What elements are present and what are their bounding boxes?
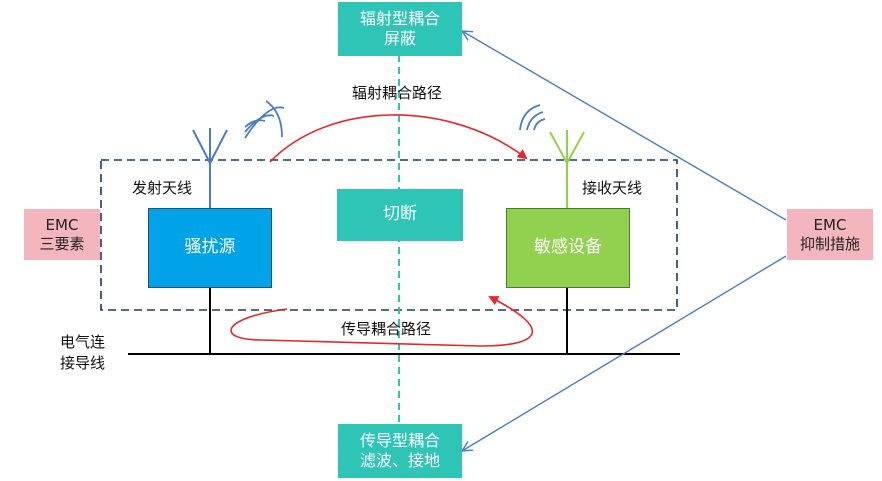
conducted-coupling-arrow [230, 296, 534, 347]
receive-antenna-icon [549, 130, 585, 208]
emc-suppression-box: EMC 抑制措施 [787, 209, 873, 260]
suppression-to-shielding-line [462, 31, 787, 221]
transmit-antenna-label: 发射天线 [132, 179, 193, 197]
filtering-box: 传导型耦合 滤波、接地 [338, 424, 462, 478]
cut-box-label: 切断 [383, 204, 417, 225]
emc-elements-box: EMC 三要素 [24, 209, 100, 260]
receive-antenna-label: 接收天线 [582, 179, 643, 197]
shielding-box-line1: 辐射型耦合 [359, 9, 440, 28]
emc-elements-line2: 三要素 [39, 234, 85, 253]
filtering-box-line2: 滤波、接地 [359, 451, 440, 470]
wire-label-line1: 电气连 [60, 333, 106, 351]
radiated-path-label: 辐射耦合路径 [352, 84, 443, 102]
sensitive-equipment-box: 敏感设备 [506, 208, 630, 288]
suppression-to-filtering-line [462, 255, 787, 451]
emc-suppression-line2: 抑制措施 [799, 234, 860, 253]
wire-label: 电气连 接导线 [60, 332, 105, 374]
wire-label-line2: 接导线 [60, 354, 106, 372]
transmit-wave-icon [244, 100, 285, 139]
emc-elements-line1: EMC [45, 215, 79, 234]
conducted-path-label: 传导耦合路径 [341, 320, 432, 338]
interference-source-label: 骚扰源 [184, 237, 236, 258]
interference-source-box: 骚扰源 [148, 208, 272, 288]
sensitive-equipment-label: 敏感设备 [534, 237, 602, 258]
filtering-box-line1: 传导型耦合 [359, 431, 440, 450]
shielding-box: 辐射型耦合 屏蔽 [338, 2, 462, 56]
radiated-coupling-arrow [269, 114, 528, 163]
shielding-box-line2: 屏蔽 [383, 29, 416, 48]
emc-elements-boundary [100, 159, 678, 311]
transmit-antenna-icon [192, 128, 228, 208]
cut-box: 切断 [337, 189, 463, 241]
emc-suppression-line1: EMC [813, 215, 847, 234]
receive-wave-icon [519, 104, 546, 131]
